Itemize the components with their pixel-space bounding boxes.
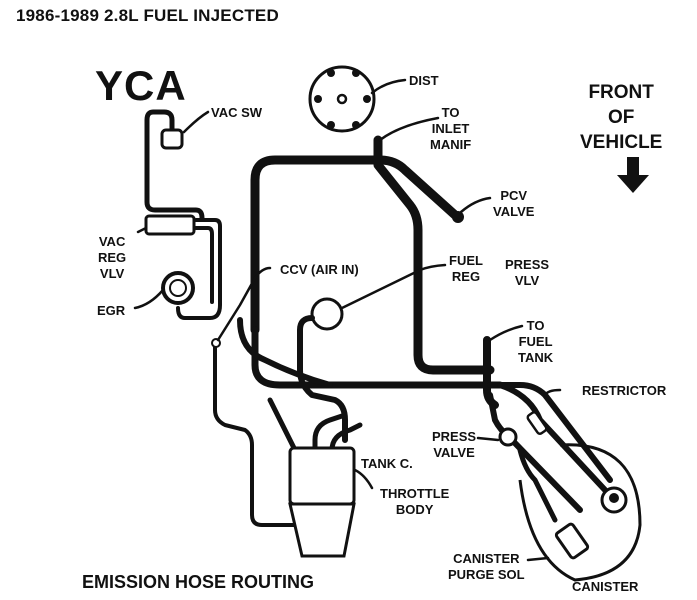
vac-switch [160, 128, 184, 150]
inlet-manifold-hose [373, 135, 495, 375]
arrow-down-icon [617, 157, 649, 193]
fuel-reg-hose [297, 315, 348, 443]
label-dist: DIST [409, 73, 439, 88]
throttle-body-feed [312, 412, 348, 453]
label-vac-sw: VAC SW [211, 105, 263, 120]
pcv-leader [459, 196, 492, 214]
vac-reg-valve [144, 214, 196, 236]
fuel-regulator [310, 297, 344, 331]
label-to-fuel-tank: TO FUEL TANK [518, 318, 554, 365]
label-ccv-air-in: CCV (AIR IN) [280, 262, 359, 277]
dist-leader [370, 78, 407, 95]
egr-valve [161, 271, 195, 305]
label-to-inlet-manif: TO INLET MANIF [430, 105, 472, 152]
throttle-body-tank [288, 446, 356, 506]
crossover-hose [251, 326, 504, 389]
label-fuel-reg: FUEL REG [449, 253, 483, 284]
vac-reg-leader [136, 226, 148, 234]
press-valve-leader [476, 436, 500, 442]
label-pcv-valve: PCV VALVE [493, 188, 535, 219]
engine-code: YCA [95, 62, 187, 109]
vac-reg-return-hose [194, 226, 214, 304]
fuel-reg-leader [340, 263, 447, 310]
throttle-body-ccv [267, 397, 298, 453]
label-press-vlv: PRESS VLV [505, 257, 550, 288]
left-vacuum-hose [213, 343, 297, 527]
vac-reg-to-egr-hose [176, 218, 222, 320]
pcv-valve [452, 211, 464, 223]
inlet-leader [378, 116, 440, 142]
ccv-hose [237, 317, 333, 388]
main-hose-upper [250, 155, 460, 335]
restrictor-leader [543, 388, 562, 397]
distributor [308, 65, 376, 133]
label-vac-reg-vlv: VAC REG VLV [98, 234, 127, 281]
label-canister: CANISTER [572, 579, 639, 594]
tank-c-leader [353, 468, 374, 490]
fuel-tank-leader [488, 324, 524, 342]
purge-sol-leader [526, 556, 550, 562]
throttle-body-base [288, 502, 356, 558]
label-press-valve: PRESS VALVE [432, 429, 477, 460]
label-egr: EGR [97, 303, 126, 318]
front-of-vehicle-label: FRONT OF VEHICLE [580, 82, 663, 153]
canister-assembly [487, 382, 642, 582]
vac-sw-hose [144, 109, 205, 221]
diagram-title: 1986-1989 2.8L FUEL INJECTED [16, 6, 279, 25]
label-restrictor: RESTRICTOR [582, 383, 667, 398]
egr-leader [133, 288, 165, 310]
label-canister-purge-sol: CANISTER PURGE SOL [448, 551, 525, 582]
diagram-caption: EMISSION HOSE ROUTING [82, 572, 315, 592]
label-throttle-body: THROTTLE BODY [380, 486, 450, 517]
vac-sw-leader [182, 110, 210, 134]
label-tank-c: TANK C. [361, 456, 413, 471]
ccv-leader [216, 266, 272, 342]
